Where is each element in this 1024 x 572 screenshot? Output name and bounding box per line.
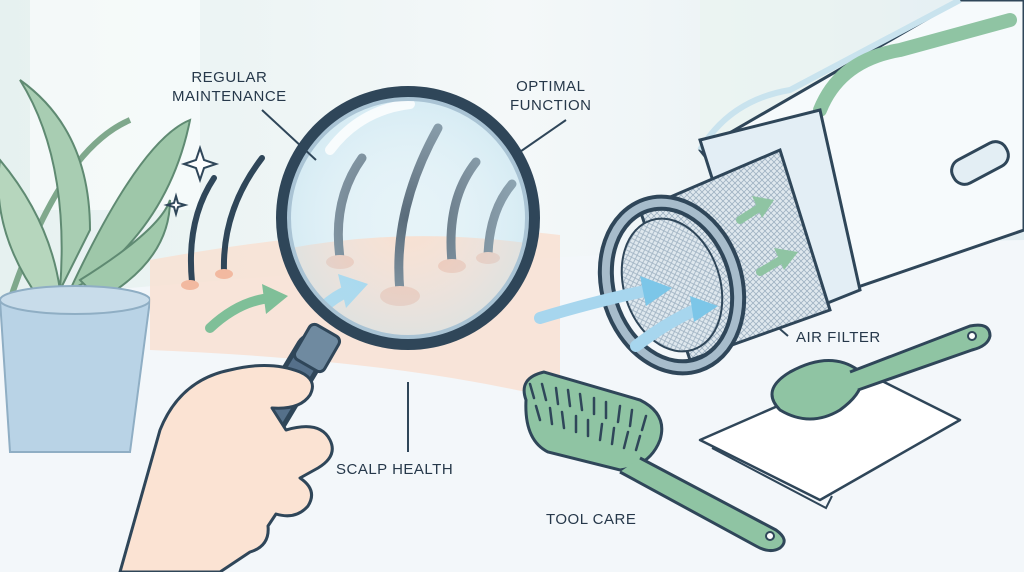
- label-regular-maintenance: REGULAR MAINTENANCE: [172, 68, 287, 106]
- arrow-head-icon: [690, 296, 718, 322]
- label-line: REGULAR: [191, 69, 268, 86]
- arrow-head-icon: [752, 196, 774, 218]
- potted-plant-icon: [0, 79, 192, 453]
- label-line: FUNCTION: [510, 97, 592, 114]
- cleaning-brush: [770, 323, 992, 421]
- arrow-head-icon: [262, 284, 288, 314]
- label-air-filter: AIR FILTER: [796, 329, 881, 346]
- follicles: [181, 269, 233, 290]
- label-line: OPTIMAL: [516, 78, 586, 95]
- magnifier-rim: [276, 86, 540, 350]
- arrow-head-icon: [640, 276, 672, 306]
- magnifier-neck: [292, 322, 342, 374]
- label-line: MAINTENANCE: [172, 88, 287, 105]
- label-optimal-function: OPTIMAL FUNCTION: [510, 77, 592, 115]
- device-slot: [950, 140, 1010, 186]
- label-scalp-health: SCALP HEALTH: [336, 461, 454, 478]
- hair-brush: [522, 370, 786, 553]
- arrow-head-icon: [774, 248, 798, 270]
- hand-icon: [118, 363, 334, 572]
- leader-line: [513, 119, 567, 157]
- label-tool-care: TOOL CARE: [546, 511, 637, 528]
- leader-line: [261, 109, 317, 161]
- sparkle-icon: [163, 144, 220, 218]
- hair-strands: [187, 155, 265, 285]
